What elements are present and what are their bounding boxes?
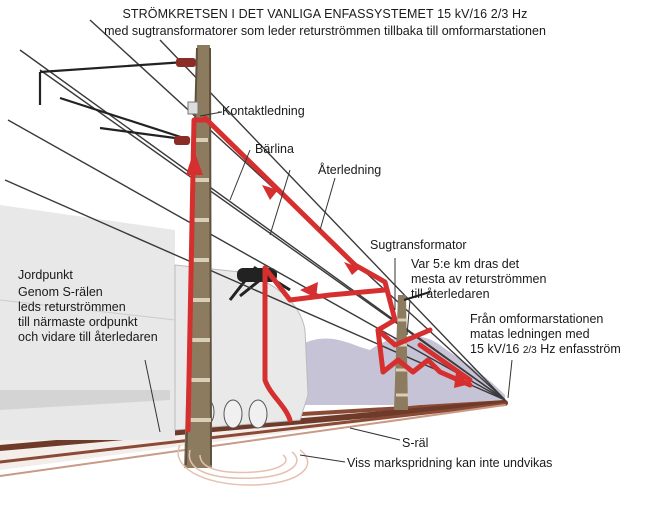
insulators	[174, 58, 196, 145]
label-kontaktledning: Kontaktledning	[222, 104, 305, 118]
label-var5km: Var 5:e km dras det mesta av returströmm…	[411, 257, 546, 302]
label-var5km-line-1: Var 5:e km dras det	[411, 257, 520, 271]
cantilever-arms	[38, 60, 191, 142]
label-fran-line-3a: 15 kV/16	[470, 342, 523, 356]
distant-mast	[394, 291, 431, 410]
label-genom-line-2: leds returströmmen	[18, 300, 126, 314]
label-fran-line-3: 15 kV/16 2/3 Hz enfasström	[470, 342, 621, 358]
label-barlina: Bärlina	[255, 142, 294, 156]
leader-lines	[144, 111, 513, 463]
label-var5km-line-2: mesta av returströmmen	[411, 272, 547, 286]
current-path	[185, 115, 473, 433]
title-line-2: med sugtransformatorer som leder returst…	[104, 24, 546, 38]
ground-spread	[177, 444, 309, 486]
label-fran-frac: 2/3	[522, 345, 537, 356]
label-var5km-line-3: till återledaren	[411, 287, 490, 301]
label-fran-line-1: Från omformarstationen	[470, 312, 604, 326]
label-fran: Från omformarstationen matas ledningen m…	[470, 312, 621, 358]
label-fran-line-2: matas ledningen med	[470, 327, 590, 341]
label-genom-line-1: Genom S-rälen	[18, 285, 103, 299]
label-s-ral: S-räl	[402, 436, 429, 450]
label-sugtransformator: Sugtransformator	[370, 238, 467, 252]
title-line-1: STRÖMKRETSEN I DET VANLIGA ENFASSYSTEMET…	[122, 7, 528, 21]
label-jordpunkt: Jordpunkt	[18, 268, 73, 282]
label-viss: Viss markspridning kan inte undvikas	[347, 456, 553, 470]
label-genom: Genom S-rälen leds returströmmen till nä…	[18, 285, 158, 345]
label-aterledning: Återledning	[318, 163, 382, 177]
label-fran-line-3b: Hz enfasström	[536, 342, 621, 356]
label-genom-line-3: till närmaste ordpunkt	[18, 315, 138, 329]
label-genom-line-4: och vidare till återledaren	[18, 330, 158, 344]
current-arrowheads	[186, 150, 470, 388]
